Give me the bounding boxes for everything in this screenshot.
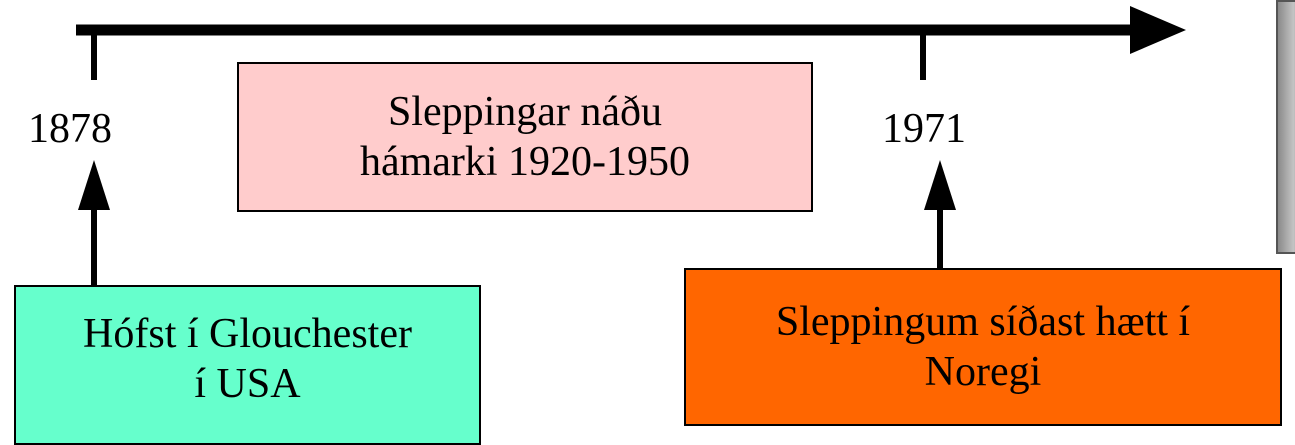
start-event-line-1: Hófst í Glouchester: [83, 311, 412, 357]
timeline-arrowhead: [1130, 6, 1186, 54]
year-1878-label: 1878: [28, 106, 112, 152]
end-event-box: Sleppingum síðast hætt í Noregi: [684, 268, 1282, 426]
peak-period-line-1: Sleppingar náðu: [387, 89, 663, 135]
end-event-line-2: Noregi: [924, 349, 1042, 395]
side-photo-image: [1276, 0, 1295, 254]
timeline-diagram: [76, 6, 1186, 285]
arrow-start-head: [78, 160, 110, 210]
year-1971-label: 1971: [882, 106, 966, 152]
start-event-box: Hófst í Glouchester í USA: [14, 285, 481, 445]
start-event-line-2: í USA: [194, 361, 301, 407]
peak-period-box: Sleppingar náðu hámarki 1920-1950: [237, 62, 813, 212]
arrow-end-head: [924, 160, 956, 210]
end-event-line-1: Sleppingum síðast hætt í: [775, 299, 1191, 345]
peak-period-line-2: hámarki 1920-1950: [359, 139, 691, 185]
